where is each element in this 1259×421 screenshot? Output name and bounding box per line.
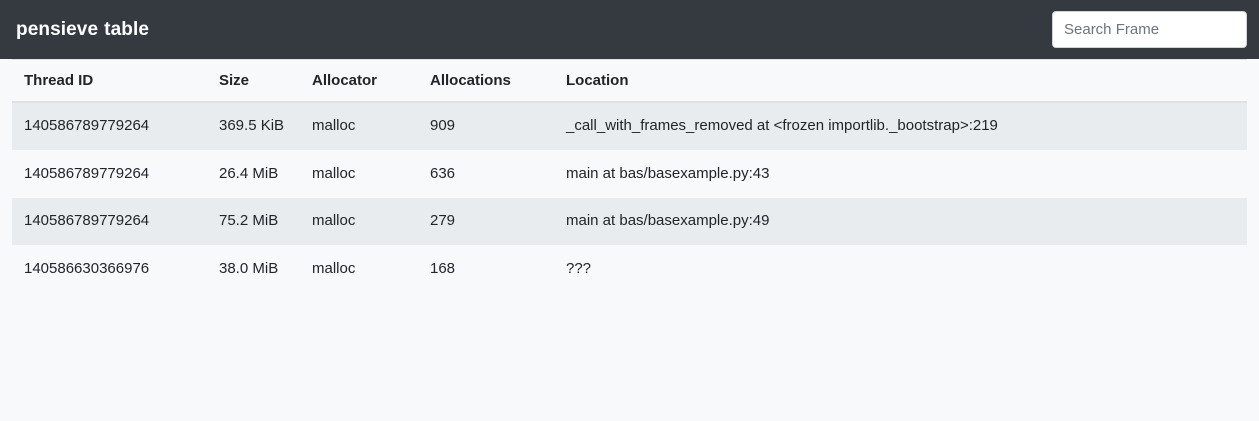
table-container: Thread ID Size Allocator Allocations Loc… — [0, 59, 1259, 293]
cell-size: 26.4 MiB — [207, 150, 300, 198]
cell-size: 369.5 KiB — [207, 102, 300, 150]
cell-location: main at bas/basexample.py:49 — [554, 197, 1247, 245]
table-row[interactable]: 140586789779264 26.4 MiB malloc 636 main… — [12, 150, 1247, 198]
table-row[interactable]: 140586789779264 75.2 MiB malloc 279 main… — [12, 197, 1247, 245]
cell-thread-id: 140586789779264 — [12, 102, 207, 150]
column-header-location[interactable]: Location — [554, 59, 1247, 103]
cell-allocator: malloc — [300, 197, 418, 245]
cell-allocations: 636 — [418, 150, 554, 198]
cell-thread-id: 140586789779264 — [12, 197, 207, 245]
cell-allocations: 909 — [418, 102, 554, 150]
brand-name: pensieve — [16, 18, 99, 40]
column-header-allocator[interactable]: Allocator — [300, 59, 418, 103]
cell-allocator: malloc — [300, 150, 418, 198]
column-header-size[interactable]: Size — [207, 59, 300, 103]
column-header-thread-id[interactable]: Thread ID — [12, 59, 207, 103]
table-row[interactable]: 140586789779264 369.5 KiB malloc 909 _ca… — [12, 102, 1247, 150]
cell-allocator: malloc — [300, 102, 418, 150]
table-row[interactable]: 140586630366976 38.0 MiB malloc 168 ??? — [12, 245, 1247, 293]
table-header-row: Thread ID Size Allocator Allocations Loc… — [12, 59, 1247, 103]
search-frame-input[interactable] — [1052, 11, 1247, 48]
cell-allocator: malloc — [300, 245, 418, 293]
table-header: Thread ID Size Allocator Allocations Loc… — [12, 59, 1247, 103]
table-body: 140586789779264 369.5 KiB malloc 909 _ca… — [12, 102, 1247, 293]
cell-allocations: 279 — [418, 197, 554, 245]
cell-location: main at bas/basexample.py:43 — [554, 150, 1247, 198]
allocations-table: Thread ID Size Allocator Allocations Loc… — [12, 59, 1247, 293]
cell-location: _call_with_frames_removed at <frozen imp… — [554, 102, 1247, 150]
cell-size: 38.0 MiB — [207, 245, 300, 293]
cell-location: ??? — [554, 245, 1247, 293]
column-header-allocations[interactable]: Allocations — [418, 59, 554, 103]
cell-allocations: 168 — [418, 245, 554, 293]
cell-size: 75.2 MiB — [207, 197, 300, 245]
cell-thread-id: 140586789779264 — [12, 150, 207, 198]
cell-thread-id: 140586630366976 — [12, 245, 207, 293]
brand-subtitle: table — [104, 18, 149, 40]
